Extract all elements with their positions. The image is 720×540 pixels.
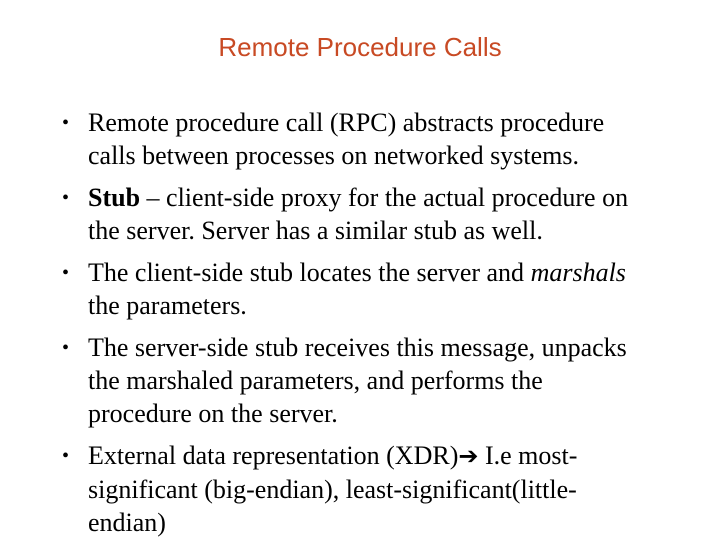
bullet-item: • The client-side stub locates the server… — [62, 256, 640, 322]
bullet-marker-icon: • — [62, 187, 70, 210]
bullet-item: • The server-side stub receives this mess… — [62, 331, 640, 430]
bullet-text: Stub – client-side proxy for the actual … — [88, 183, 635, 246]
bullet-marker-icon: • — [62, 337, 70, 360]
bullet-marker-icon: • — [62, 262, 70, 285]
bullet-item: • Stub – client-side proxy for the actual… — [62, 181, 640, 247]
bullet-list: • Remote procedure call (RPC) abstracts p… — [0, 106, 720, 539]
bullet-text: The server-side stub receives this messa… — [88, 333, 634, 429]
slide-title: Remote Procedure Calls — [218, 32, 502, 62]
bullet-text: The client-side stub locates the server … — [88, 258, 633, 321]
bullet-item: • Remote procedure call (RPC) abstracts p… — [62, 106, 640, 172]
bullet-marker-icon: • — [62, 445, 70, 468]
bullet-text: External data representation (XDR)➔ I.e … — [88, 441, 578, 538]
bullet-text: Remote procedure call (RPC) abstracts pr… — [88, 108, 611, 171]
bullet-marker-icon: • — [62, 112, 70, 135]
bullet-item: • External data representation (XDR)➔ I.e… — [62, 439, 640, 539]
